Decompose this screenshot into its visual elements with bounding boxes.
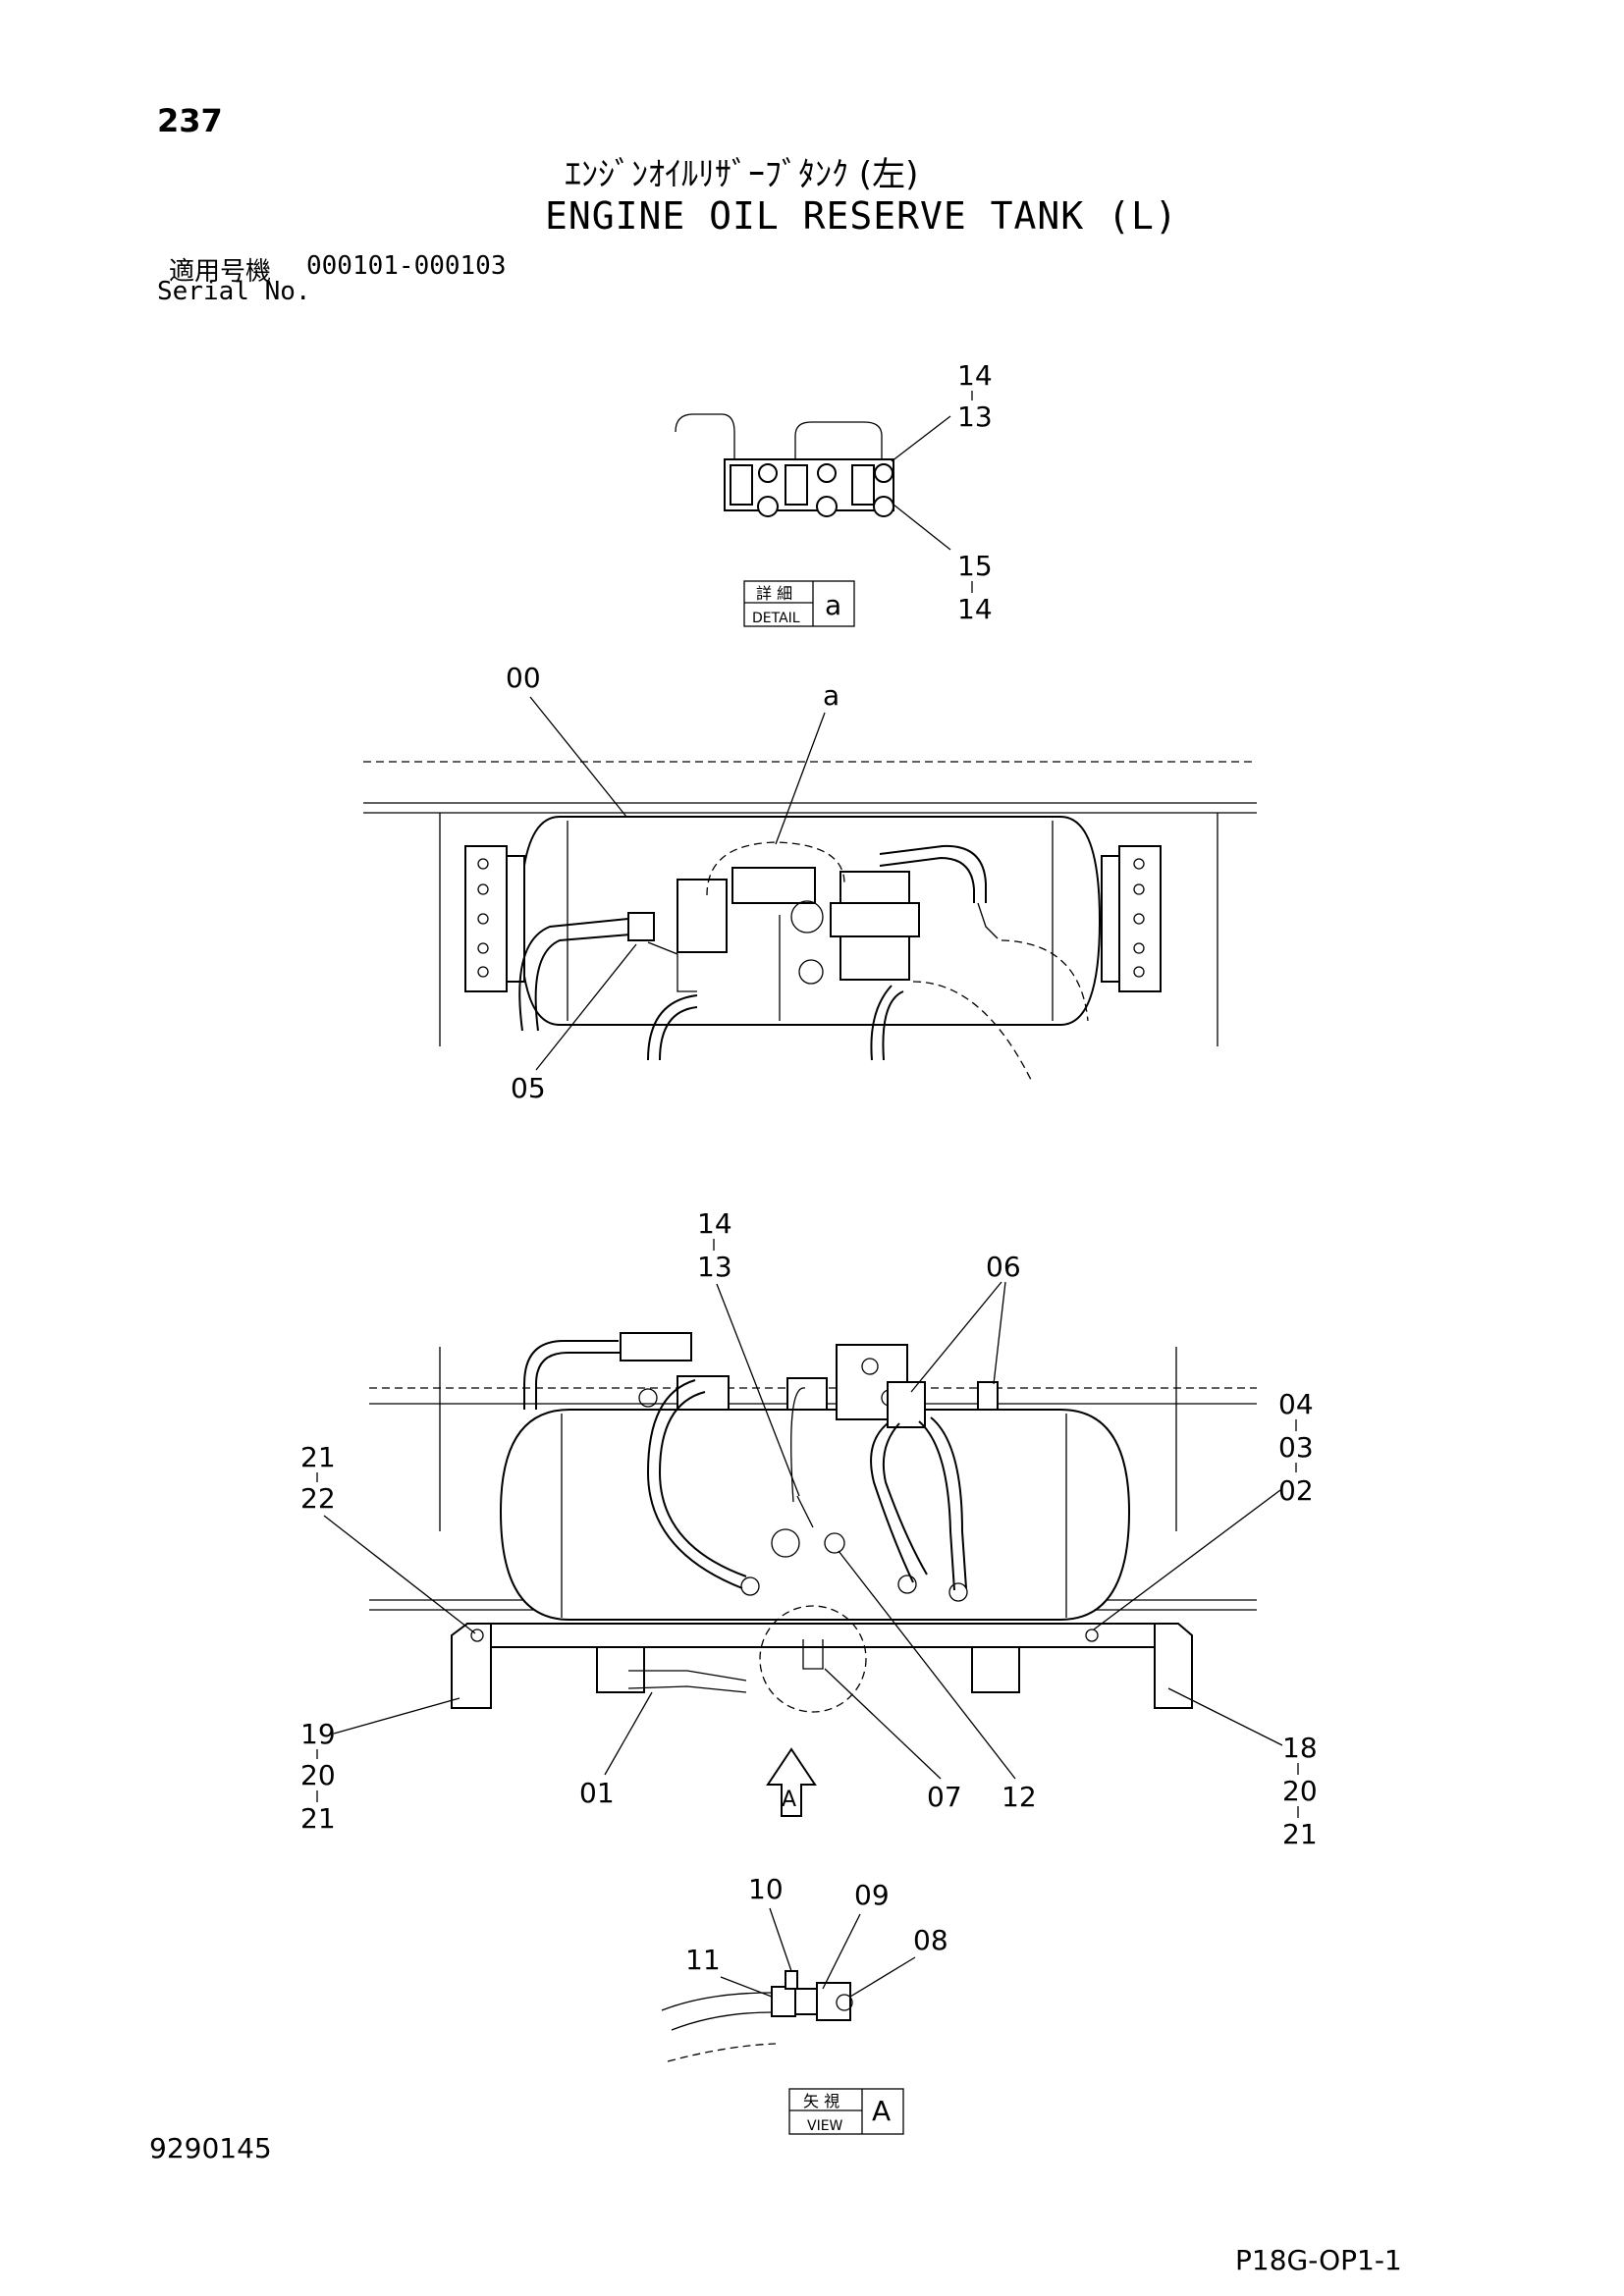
page-number: 237 bbox=[157, 102, 223, 139]
detail-a-drawing bbox=[675, 413, 951, 551]
callout-11: 11 bbox=[685, 1944, 721, 1976]
plan-view-drawing bbox=[363, 761, 1257, 1081]
serial-label-japanese: 適用号機 bbox=[169, 257, 272, 287]
callout-04: 04 bbox=[1278, 1388, 1314, 1420]
callout-03: 03 bbox=[1278, 1431, 1314, 1464]
callout-06-valve: 06 bbox=[986, 1251, 1021, 1283]
callout-01-bracket: 01 bbox=[579, 1777, 615, 1809]
callout-09: 09 bbox=[854, 1879, 890, 1911]
callout-07: 07 bbox=[927, 1781, 962, 1813]
detail-box-letter: a bbox=[825, 589, 841, 621]
side-view-drawing bbox=[369, 1332, 1257, 1713]
sheet-code: P18G-OP1-1 bbox=[1235, 2244, 1402, 2276]
view-a-drawing bbox=[661, 1970, 853, 2062]
document-number: 9290145 bbox=[149, 2132, 272, 2164]
detail-box-japanese: 詳 細 bbox=[756, 584, 792, 603]
detail-box-english: DETAIL bbox=[752, 611, 800, 626]
callout-21-left-bottom: 21 bbox=[300, 1802, 336, 1835]
view-box-japanese: 矢 視 bbox=[803, 2092, 839, 2110]
view-box-english: VIEW bbox=[807, 2118, 843, 2134]
serial-label-english: Serial No. bbox=[157, 277, 311, 306]
callout-15-detail-bottom: 15 bbox=[957, 550, 993, 582]
view-a-arrow: A bbox=[766, 1747, 817, 1817]
callout-14-detail-bottom: 14 bbox=[957, 593, 993, 625]
callout-13-detail-top: 13 bbox=[957, 400, 993, 433]
callout-00-tank: 00 bbox=[506, 662, 541, 694]
callout-02: 02 bbox=[1278, 1474, 1314, 1507]
callout-10: 10 bbox=[748, 1873, 784, 1905]
callout-a-detail-ref: a bbox=[823, 679, 839, 712]
callout-22-left-top: 22 bbox=[300, 1482, 336, 1515]
view-box-letter: A bbox=[872, 2095, 891, 2127]
view-a-box: 矢 視 VIEW A bbox=[788, 2088, 904, 2135]
title-english: ENGINE OIL RESERVE TANK (L) bbox=[545, 194, 1178, 238]
callout-14-detail-top: 14 bbox=[957, 359, 993, 392]
callout-14-side: 14 bbox=[697, 1207, 732, 1240]
callout-20-right: 20 bbox=[1282, 1775, 1318, 1807]
callout-19: 19 bbox=[300, 1718, 336, 1750]
callout-13-side: 13 bbox=[697, 1251, 732, 1283]
callout-21-left-top: 21 bbox=[300, 1441, 336, 1473]
callout-12: 12 bbox=[1001, 1781, 1037, 1813]
serial-range: 000101-000103 bbox=[306, 251, 507, 281]
callout-05-hose: 05 bbox=[511, 1072, 546, 1104]
callout-08: 08 bbox=[913, 1924, 948, 1956]
detail-a-box: 詳 細 DETAIL a bbox=[743, 580, 855, 627]
callout-21-right-bottom: 21 bbox=[1282, 1818, 1318, 1850]
title-japanese: ｴﾝｼﾞﾝｵｲﾙﾘｻﾞｰﾌﾞﾀﾝｸ (左) bbox=[565, 155, 919, 194]
callout-18: 18 bbox=[1282, 1732, 1318, 1764]
callout-20-left: 20 bbox=[300, 1759, 336, 1791]
view-a-arrow-letter: A bbox=[782, 1788, 796, 1812]
